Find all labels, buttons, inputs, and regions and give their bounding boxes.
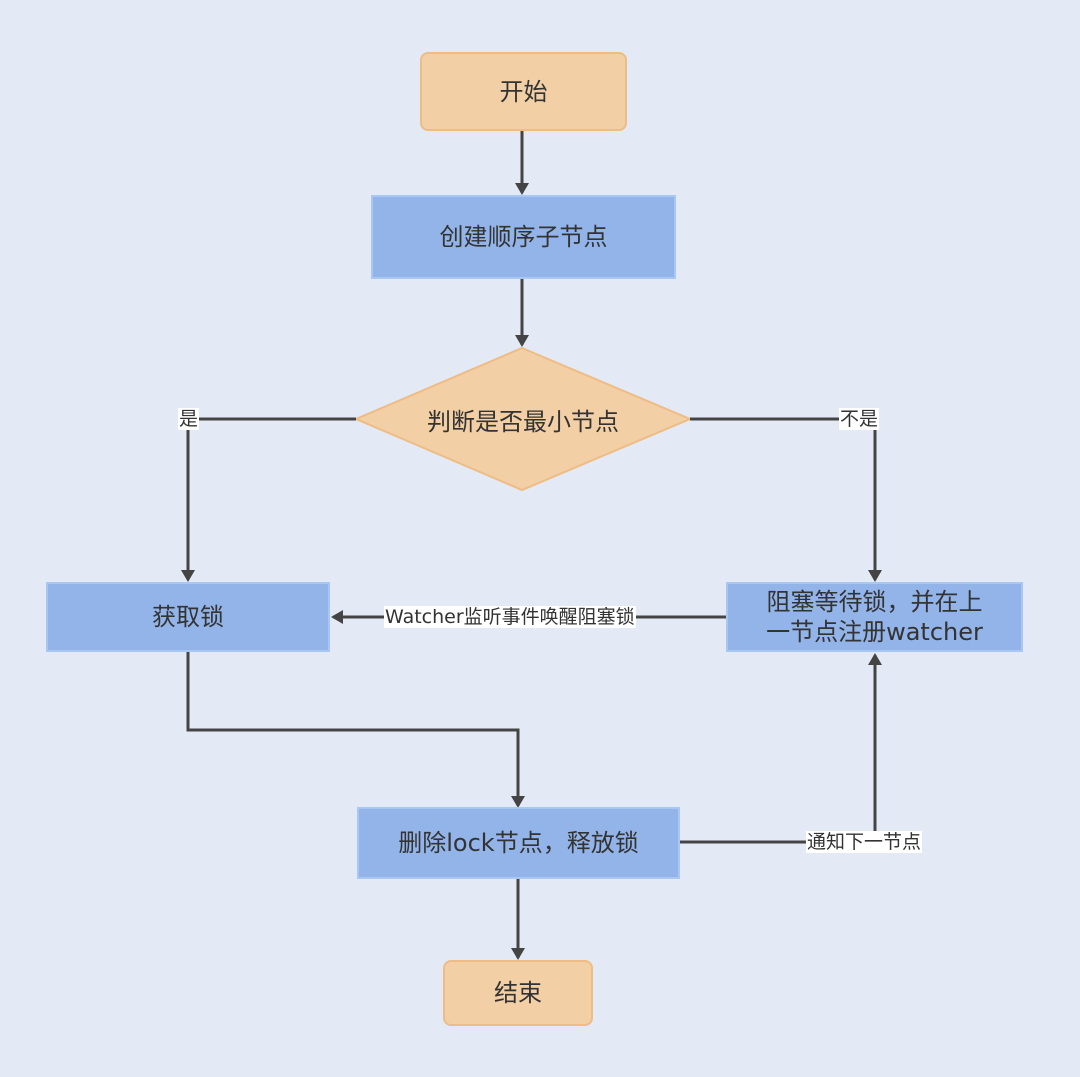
- edge-label-no: 不是: [839, 408, 880, 430]
- wait-and-watch-label-line2: 一节点注册watcher: [766, 618, 983, 646]
- start-label: 开始: [499, 77, 548, 106]
- edge-no: [690, 417, 882, 582]
- wait-and-watch-label-line1: 阻塞等待锁，并在上: [766, 588, 983, 616]
- decision-label: 判断是否最小节点: [427, 407, 619, 436]
- decision-diamond: [353, 346, 693, 492]
- edge-label-notify-next: 通知下一节点: [806, 831, 923, 853]
- end-node: 结束: [443, 960, 593, 1026]
- delete-and-release-label: 删除lock节点，释放锁: [398, 829, 639, 857]
- edge-label-yes: 是: [178, 408, 200, 430]
- edge-acquire-to-delete: [186, 652, 525, 808]
- acquire-lock-label: 获取锁: [152, 603, 224, 631]
- edge-label-watcher-wakeup: Watcher监听事件唤醒阻塞锁: [384, 606, 636, 628]
- start-node: 开始: [420, 52, 627, 131]
- wait-and-watch-node: 阻塞等待锁，并在上 一节点注册watcher: [726, 582, 1023, 652]
- create-sequential-node-label: 创建顺序子节点: [439, 223, 608, 251]
- edge-yes: [181, 417, 356, 582]
- edge-notify-next: [680, 653, 882, 844]
- create-sequential-node: 创建顺序子节点: [371, 195, 676, 279]
- delete-and-release-node: 删除lock节点，释放锁: [357, 807, 680, 879]
- end-label: 结束: [494, 979, 542, 1007]
- acquire-lock-node: 获取锁: [46, 582, 330, 652]
